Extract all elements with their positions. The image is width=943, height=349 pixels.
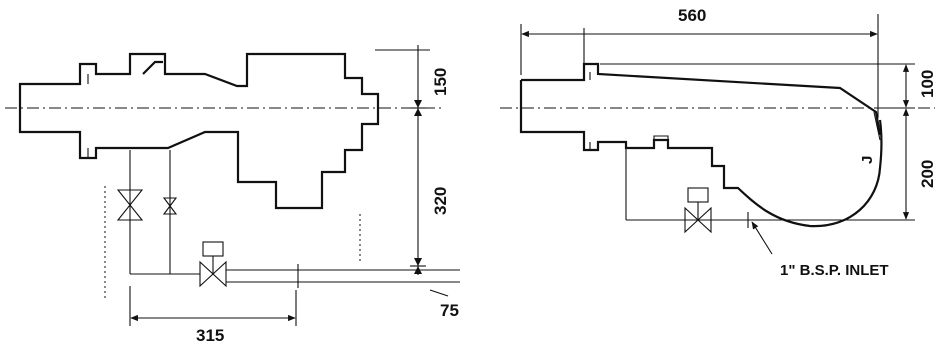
left-dim-320-label: 320 xyxy=(431,187,450,215)
right-fan-scroll-housing xyxy=(700,119,883,228)
right-scroll-edge xyxy=(873,111,881,141)
left-solenoid-valve-icon xyxy=(199,260,227,288)
left-dim-arrow-150 xyxy=(414,100,422,108)
right-inlet-leader xyxy=(751,221,773,255)
right-blast-tube-lower xyxy=(519,80,700,152)
right-inlet-label: 1" B.S.P. INLET xyxy=(780,262,889,279)
left-top-fitting-detail xyxy=(142,60,163,75)
left-dim-75-label: 75 xyxy=(440,301,459,320)
right-dim-560-label: 560 xyxy=(678,6,706,25)
right-dim-200-label: 200 xyxy=(918,160,937,188)
left-dim-arrow-320-top xyxy=(414,108,422,116)
right-elevation-view: 560 100 200 J 1" B.S.P. INLET xyxy=(500,6,937,279)
left-dim-150-label: 150 xyxy=(431,68,450,96)
right-dim-100-label: 100 xyxy=(918,70,937,98)
right-solenoid-valve-icon xyxy=(684,206,712,234)
left-isolating-valve-icon xyxy=(116,189,144,221)
left-dim-arrow-320-bottom xyxy=(414,258,422,266)
left-small-valve-icon xyxy=(162,197,178,215)
left-dim-arrow-75 xyxy=(414,266,422,274)
left-burner-body-outline xyxy=(18,52,380,210)
right-lower-boss xyxy=(653,135,669,140)
right-scroll-mark: J xyxy=(859,156,876,164)
left-dim-315-label: 315 xyxy=(196,326,224,345)
left-solenoid-head-icon xyxy=(202,241,224,257)
left-dim-75-leader xyxy=(429,289,449,297)
left-elevation-view: 150 320 75 315 xyxy=(5,45,460,345)
right-solenoid-head-icon xyxy=(687,187,709,203)
right-blast-tube-outline xyxy=(521,62,882,136)
